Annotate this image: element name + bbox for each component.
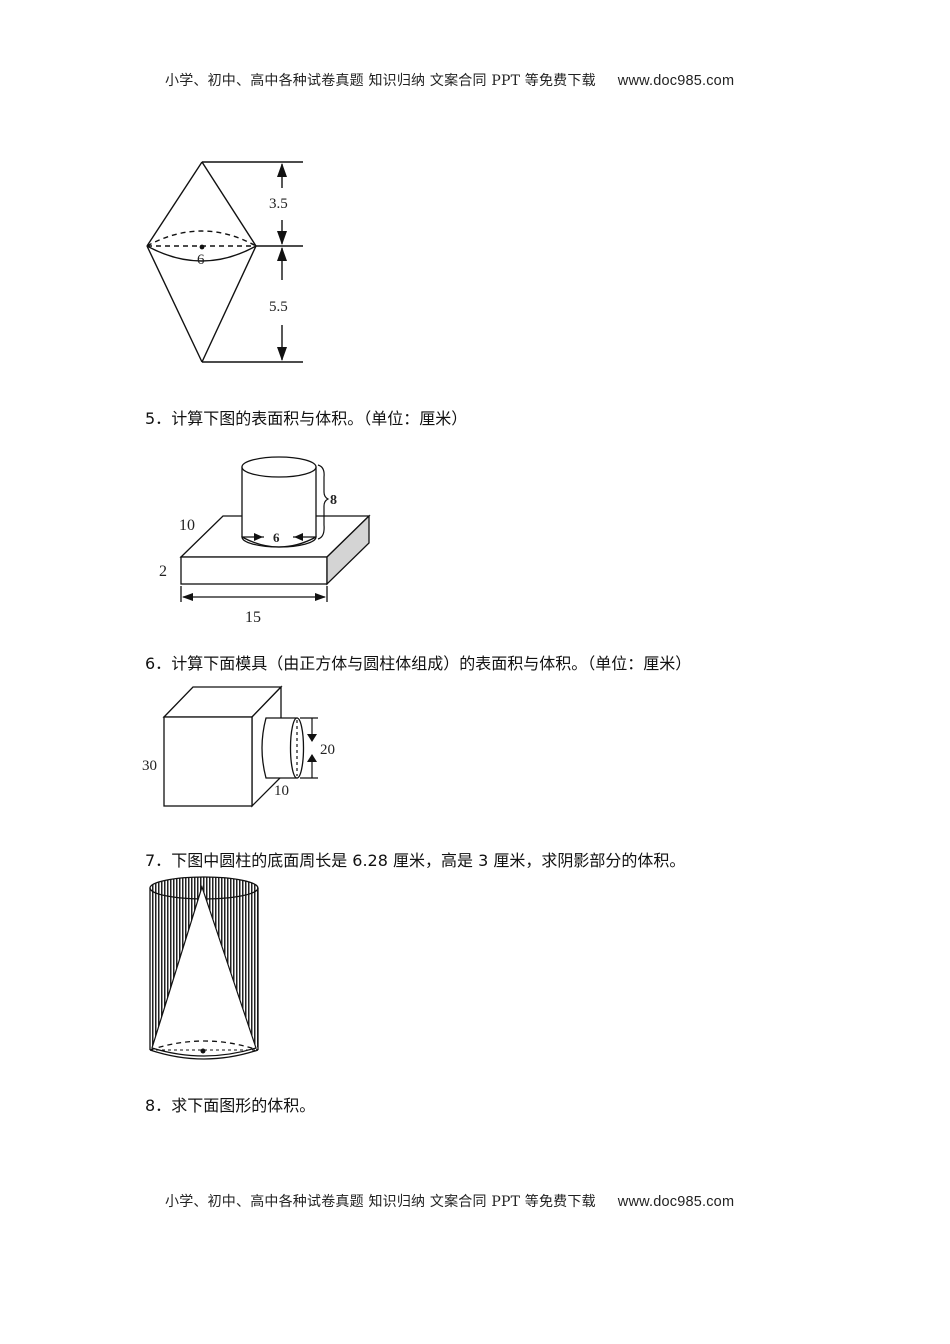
label-diameter: 6 [197,252,205,268]
page-footer: 小学、初中、高中各种试卷真题 知识归纳 文案合同 PPT 等免费下载 www.do… [165,1191,734,1211]
question-text: 计算下面模具（由正方体与圆柱体组成）的表面积与体积。（单位：厘米） [171,654,692,673]
double-cone-figure: 3.5 5.5 6 [146,161,303,363]
label-bottom-height: 5.5 [269,299,288,315]
question-text: 下图中圆柱的底面周长是 6.28 厘米，高是 3 厘米，求阴影部分的体积。 [171,851,686,870]
question-6: 6．计算下面模具（由正方体与圆柱体组成）的表面积与体积。（单位：厘米） [145,650,691,674]
question-7: 7．下图中圆柱的底面周长是 6.28 厘米，高是 3 厘米，求阴影部分的体积。 [145,847,685,871]
label-thickness: 2 [159,563,167,580]
label-depth: 10 [179,517,195,534]
cube-with-cylinder-figure: 20 30 10 [142,685,335,808]
question-number: 8． [145,1096,172,1115]
footer-url[interactable]: www.doc985.com [617,1194,735,1210]
label-cylinder-diameter: 6 [273,530,280,545]
label-cylinder-diameter: 20 [320,742,335,758]
question-text: 计算下图的表面积与体积。（单位：厘米） [171,409,468,428]
cylinder-with-cone-figure [149,876,259,1060]
footer-text: 小学、初中、高中各种试卷真题 知识归纳 文案合同 PPT 等免费下载 [165,1194,596,1210]
cylinder-on-block-figure: 8 6 10 2 15 [159,456,371,626]
label-cylinder-length: 10 [274,783,289,799]
question-number: 7． [145,851,172,870]
label-cube-side: 30 [142,758,157,774]
header-url[interactable]: www.doc985.com [617,73,735,89]
header-text: 小学、初中、高中各种试卷真题 知识归纳 文案合同 PPT 等免费下载 [165,73,596,89]
label-cylinder-height: 8 [330,493,337,508]
question-text: 求下面图形的体积。 [171,1096,316,1115]
question-5: 5．计算下图的表面积与体积。（单位：厘米） [145,405,467,429]
page-header: 小学、初中、高中各种试卷真题 知识归纳 文案合同 PPT 等免费下载 www.do… [165,70,734,90]
label-top-height: 3.5 [269,196,288,212]
label-length: 15 [245,609,261,626]
question-8: 8．求下面图形的体积。 [145,1092,315,1116]
question-number: 6． [145,654,172,673]
question-number: 5． [145,409,172,428]
